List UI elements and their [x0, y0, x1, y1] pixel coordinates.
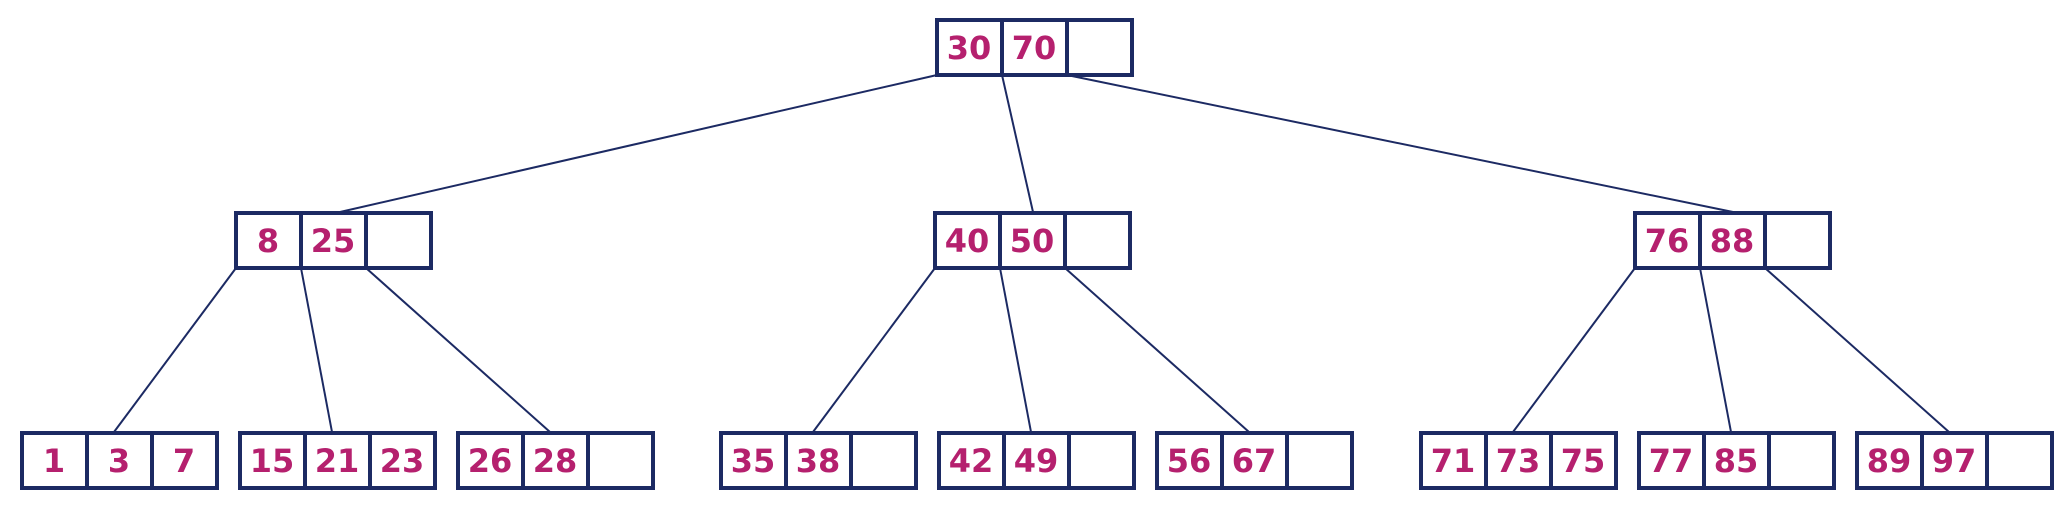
leaf-node: 56 67	[1155, 431, 1354, 490]
edge-node-8-25-to-leaf-2	[300, 267, 333, 433]
key-text: 85	[1714, 442, 1759, 480]
edge-node-40-50-to-leaf-5	[999, 267, 1032, 433]
key-text: 70	[1012, 29, 1057, 67]
key-text: 89	[1867, 442, 1912, 480]
key-cell	[150, 431, 219, 490]
key-cell	[1067, 431, 1136, 490]
key-text: 15	[250, 442, 295, 480]
key-text: 8	[257, 222, 279, 260]
key-cell	[849, 431, 918, 490]
key-text: 56	[1167, 442, 1212, 480]
key-cell	[1702, 431, 1771, 490]
key-cell	[937, 431, 1006, 490]
edge-node-76-88-to-leaf-9	[1764, 267, 1950, 433]
leaf-node: 15 21 23	[238, 431, 437, 490]
internal-node: 40 50	[933, 211, 1132, 270]
edge-node-40-50-to-leaf-4	[812, 267, 936, 433]
key-cell	[1002, 431, 1071, 490]
leaf-node: 35 38	[719, 431, 918, 490]
key-cell	[586, 431, 655, 490]
key-text: 97	[1932, 442, 1977, 480]
key-text: 23	[380, 442, 425, 480]
key-cell	[1985, 431, 2054, 490]
key-cell	[1419, 431, 1488, 490]
key-text: 25	[311, 222, 356, 260]
edge-node-40-50-to-leaf-6	[1064, 267, 1250, 433]
key-text: 21	[315, 442, 360, 480]
key-cell	[1155, 431, 1224, 490]
key-text: 88	[1710, 222, 1755, 260]
key-cell	[1549, 431, 1618, 490]
internal-node: 8 25	[234, 211, 433, 270]
key-text: 1	[43, 442, 65, 480]
leaf-node: 71 73 75	[1419, 431, 1618, 490]
key-cell	[368, 431, 437, 490]
key-cell	[238, 431, 307, 490]
key-cell	[1767, 431, 1836, 490]
key-cell	[1065, 18, 1134, 77]
root-node: 30 70	[935, 18, 1134, 77]
leaf-node: 26 28	[456, 431, 655, 490]
key-text: 40	[945, 222, 990, 260]
key-text: 3	[108, 442, 130, 480]
edge-node-76-88-to-leaf-7	[1512, 267, 1636, 433]
key-text: 67	[1232, 442, 1277, 480]
key-text: 26	[468, 442, 513, 480]
key-cell	[85, 431, 154, 490]
leaf-node: 77 85	[1637, 431, 1836, 490]
key-text: 38	[796, 442, 841, 480]
key-cell	[1285, 431, 1354, 490]
key-text: 49	[1014, 442, 1059, 480]
key-cell	[234, 211, 303, 270]
key-text: 71	[1431, 442, 1476, 480]
key-cell	[1000, 18, 1069, 77]
key-text: 77	[1649, 442, 1694, 480]
leaf-node: 1 3 7	[20, 431, 219, 490]
leaf-node: 89 97	[1855, 431, 2054, 490]
key-cell	[364, 211, 433, 270]
edge-node-8-25-to-leaf-3	[365, 267, 551, 433]
key-text: 28	[533, 442, 578, 480]
edge-root-to-node-40-50	[1001, 74, 1034, 213]
key-text: 50	[1010, 222, 1055, 260]
key-cell	[1855, 431, 1924, 490]
key-cell	[719, 431, 788, 490]
key-text: 73	[1496, 442, 1541, 480]
key-text: 7	[173, 442, 195, 480]
key-text: 42	[949, 442, 994, 480]
edge-node-8-25-to-leaf-1	[113, 267, 237, 433]
key-cell	[20, 431, 89, 490]
edge-root-to-node-76-88	[1066, 74, 1734, 213]
key-text: 35	[731, 442, 776, 480]
leaf-node: 42 49	[937, 431, 1136, 490]
key-cell	[521, 431, 590, 490]
edge-root-to-node-8-25	[339, 74, 938, 213]
key-cell	[935, 18, 1004, 77]
key-cell	[933, 211, 1002, 270]
key-cell	[1698, 211, 1767, 270]
key-text: 75	[1561, 442, 1606, 480]
key-cell	[1763, 211, 1832, 270]
key-cell	[1063, 211, 1132, 270]
key-text: 76	[1645, 222, 1690, 260]
edge-node-76-88-to-leaf-8	[1699, 267, 1732, 433]
internal-node: 76 88	[1633, 211, 1832, 270]
key-text: 30	[947, 29, 992, 67]
